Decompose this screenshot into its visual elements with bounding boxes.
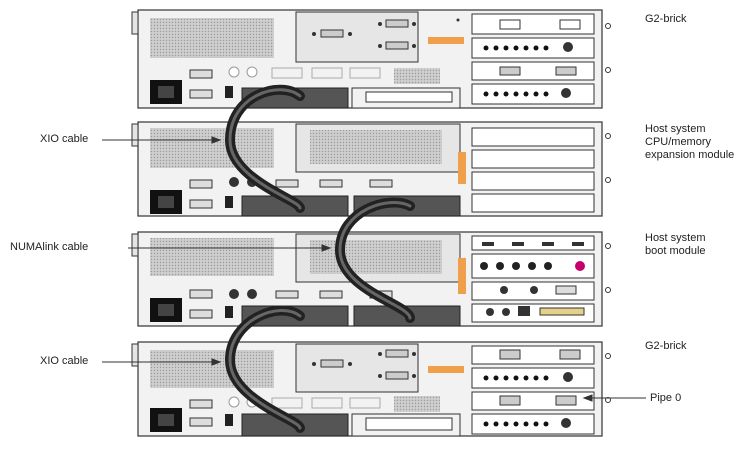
- label-pipe-0: Pipe 0: [650, 392, 682, 404]
- label-line: Host system: [645, 232, 706, 244]
- label-host-boot-module: Host system boot module: [645, 232, 706, 258]
- vent-grille: [150, 18, 274, 58]
- xio-cable-bottom: [224, 305, 305, 433]
- xio-cable-top: [224, 84, 305, 213]
- label-g2-brick-top: G2-brick: [645, 13, 687, 25]
- leader-arrow: [582, 394, 646, 402]
- orange-latch: [428, 366, 464, 373]
- label-line: Host system: [645, 123, 706, 135]
- label-g2-brick-bottom: G2-brick: [645, 340, 687, 352]
- leader-arrow: [102, 358, 222, 366]
- label-line: boot module: [645, 245, 706, 257]
- numalink-cable: [334, 197, 415, 323]
- orange-latch: [458, 258, 466, 294]
- label-host-cpu-module: Host system CPU/memory expansion module: [645, 123, 734, 162]
- serial-port: [378, 19, 416, 28]
- leader-arrow: [128, 244, 332, 252]
- orange-latch: [458, 152, 466, 184]
- label-xio-cable-top: XIO cable: [40, 133, 89, 145]
- g2-brick-bottom-module: [131, 341, 611, 437]
- host-boot-module: [131, 231, 611, 327]
- leader-arrow: [102, 136, 222, 144]
- vent-grille: [150, 238, 274, 276]
- label-line: expansion module: [645, 149, 735, 161]
- serial-port: [378, 349, 416, 358]
- g2-brick-top-module: [131, 9, 611, 109]
- label-numalink-cable: NUMAlink cable: [10, 241, 89, 253]
- label-xio-cable-bottom: XIO cable: [40, 355, 89, 367]
- serial-port: [378, 41, 416, 50]
- pci-slot-panel: [471, 13, 595, 105]
- vent-grille: [150, 350, 274, 388]
- orange-latch: [428, 37, 464, 44]
- serial-port: [312, 359, 352, 368]
- label-line: CPU/memory: [645, 136, 712, 148]
- serial-port: [312, 29, 352, 38]
- serial-port: [378, 371, 416, 380]
- vent-grille: [150, 128, 274, 168]
- magenta-port: [575, 261, 585, 271]
- host-cpu-memory-module: [131, 121, 611, 217]
